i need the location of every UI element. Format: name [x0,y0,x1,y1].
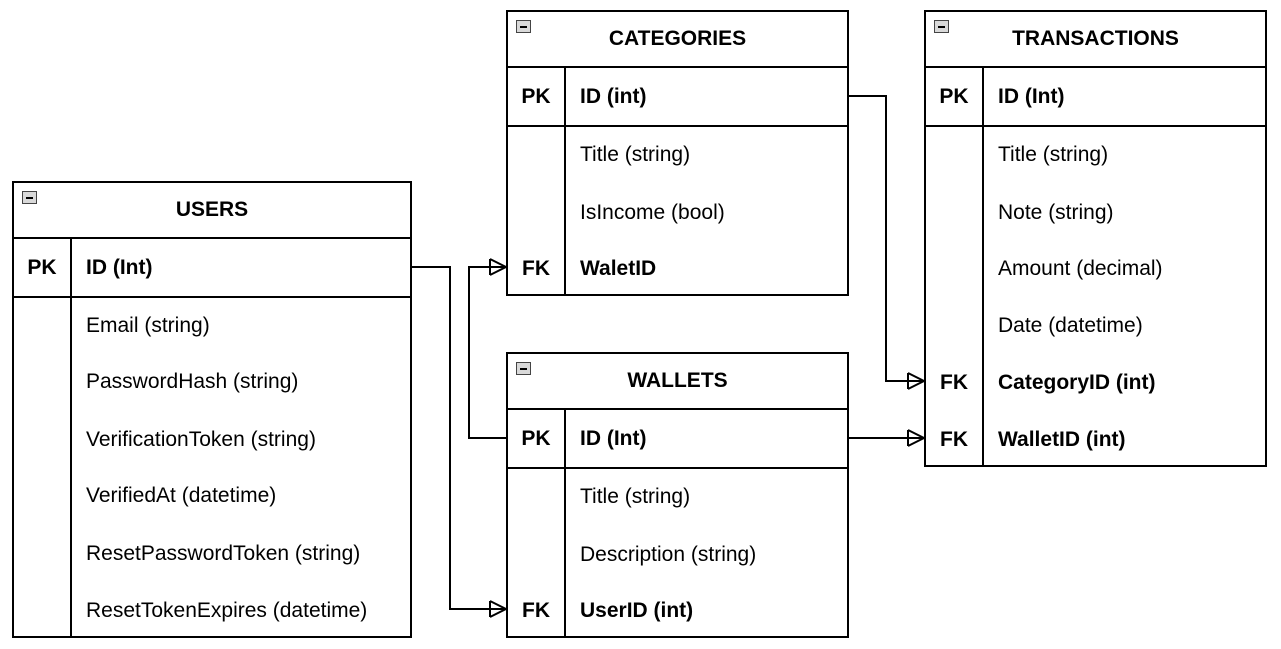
divider [926,125,1265,127]
pk-label: PK [939,84,969,108]
fk-field-wallet-id: WalletID (int) [998,428,1126,451]
field-date: Date (datetime) [998,314,1143,337]
field-row: VerifiedAt (datetime) [14,468,410,524]
field-row: ResetTokenExpires (datetime) [14,583,410,639]
pk-label: PK [521,426,551,450]
fk-field-walet-id: WaletID [580,257,657,280]
fk-label: FK [940,371,968,394]
fk-label: FK [522,257,550,280]
pk-row: PK ID (Int) [14,239,410,296]
transactions-table-header: TRANSACTIONS [926,12,1265,68]
relation-wallets-categories [468,266,506,439]
key-column-divider [982,68,984,465]
crowfoot-many-icon [489,258,507,276]
field-row: Title (string) [508,469,847,525]
field-row: PasswordHash (string) [14,354,410,410]
pk-row: PK ID (int) [508,68,847,125]
collapse-icon[interactable] [22,191,37,204]
field-note: Note (string) [998,201,1114,224]
collapse-icon[interactable] [516,20,531,33]
table-title: TRANSACTIONS [1012,27,1179,50]
categories-table[interactable]: CATEGORIES PK ID (int) Title (string) Is… [506,10,849,296]
field-is-income: IsIncome (bool) [580,201,725,224]
divider [508,467,847,469]
fk-field-user-id: UserID (int) [580,599,694,622]
relation-categories-transactions [849,95,924,382]
wallets-table-header: WALLETS [508,354,847,410]
field-row: ResetPasswordToken (string) [14,526,410,582]
field-verification-token: VerificationToken (string) [86,428,316,451]
field-email: Email (string) [86,314,210,337]
fk-row: FK WalletID (int) [926,412,1265,468]
collapse-icon[interactable] [934,20,949,33]
pk-label: PK [521,84,551,108]
relation-users-wallets [412,266,506,610]
field-row: Amount (decimal) [926,241,1265,297]
field-row: VerificationToken (string) [14,412,410,468]
divider [14,296,410,298]
transactions-table[interactable]: TRANSACTIONS PK ID (Int) Title (string) … [924,10,1267,467]
pk-label: PK [27,255,57,279]
table-title: USERS [175,198,249,221]
table-title: WALLETS [627,369,728,392]
field-row: Email (string) [14,298,410,354]
fk-row: FK CategoryID (int) [926,355,1265,411]
field-row: IsIncome (bool) [508,185,847,241]
users-table-header: USERS [14,183,410,239]
fk-label: FK [522,599,550,622]
crowfoot-many-icon [907,429,925,447]
pk-row: PK ID (Int) [926,68,1265,125]
field-row: Date (datetime) [926,298,1265,354]
users-table[interactable]: USERS PK ID (Int) Email (string) Passwor… [12,181,412,638]
pk-field: ID (Int) [998,84,1065,108]
categories-table-header: CATEGORIES [508,12,847,68]
table-title: CATEGORIES [608,27,747,50]
wallets-table[interactable]: WALLETS PK ID (Int) Title (string) Descr… [506,352,849,638]
pk-field: ID (Int) [580,426,647,450]
field-row: Note (string) [926,185,1265,241]
field-amount: Amount (decimal) [998,257,1163,280]
field-row: Title (string) [508,127,847,183]
field-reset-password-token: ResetPasswordToken (string) [86,542,361,565]
field-row: Description (string) [508,527,847,583]
pk-field: ID (int) [580,84,647,108]
field-title: Title (string) [998,143,1109,166]
pk-row: PK ID (Int) [508,410,847,467]
fk-field-category-id: CategoryID (int) [998,371,1156,394]
field-password-hash: PasswordHash (string) [86,370,299,393]
field-verified-at: VerifiedAt (datetime) [86,484,277,507]
collapse-icon[interactable] [516,362,531,375]
fk-row: FK UserID (int) [508,583,847,639]
field-title: Title (string) [580,485,691,508]
key-column-divider [70,239,72,636]
field-description: Description (string) [580,543,757,566]
field-reset-token-expires: ResetTokenExpires (datetime) [86,599,368,622]
pk-field: ID (Int) [86,255,153,279]
crowfoot-many-icon [489,600,507,618]
crowfoot-many-icon [907,372,925,390]
field-row: Title (string) [926,127,1265,183]
divider [508,125,847,127]
fk-label: FK [940,428,968,451]
fk-row: FK WaletID [508,241,847,297]
key-column-divider [564,68,566,294]
field-title: Title (string) [580,143,691,166]
key-column-divider [564,410,566,636]
